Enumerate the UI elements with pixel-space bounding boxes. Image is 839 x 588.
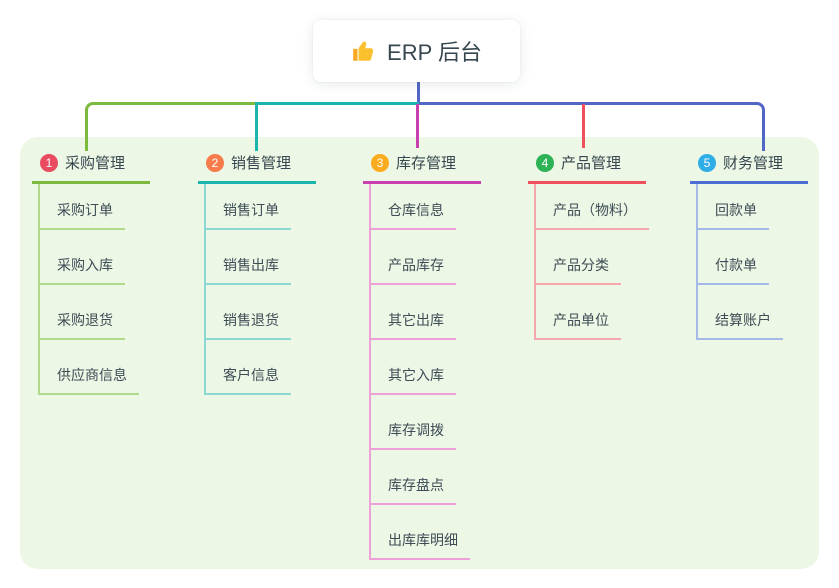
branch-node-finance[interactable]: 5 财务管理 (690, 146, 808, 184)
child-row: 产品单位 (534, 285, 678, 340)
branch-inventory: 3 库存管理 仓库信息 产品库存 其它出库 其它入库 库存调拨 库存盘点 出库库… (363, 146, 513, 560)
child-row: 供应商信息 (38, 340, 182, 395)
child-row: 客户信息 (204, 340, 348, 395)
child-node[interactable]: 库存调拨 (371, 420, 456, 450)
child-node[interactable]: 采购退货 (40, 310, 125, 340)
badge-number-5: 5 (698, 153, 716, 172)
child-row: 产品（物料） (534, 184, 678, 230)
child-node[interactable]: 产品单位 (536, 310, 621, 340)
child-node[interactable]: 产品（物料） (536, 200, 649, 230)
branch-node-purchase[interactable]: 1 采购管理 (32, 146, 150, 184)
child-row: 销售订单 (204, 184, 348, 230)
child-node[interactable]: 销售订单 (206, 200, 291, 230)
badge-number-3: 3 (371, 153, 389, 172)
child-row: 库存盘点 (369, 450, 513, 505)
child-node[interactable]: 出库库明细 (371, 530, 470, 560)
connector-drop-red (582, 104, 585, 148)
child-row: 采购退货 (38, 285, 182, 340)
connector-drop-magenta (416, 104, 419, 148)
child-node[interactable]: 采购订单 (40, 200, 125, 230)
connector-bus-green (85, 102, 258, 151)
branch-node-inventory[interactable]: 3 库存管理 (363, 146, 481, 184)
child-row: 仓库信息 (369, 184, 513, 230)
child-row: 销售出库 (204, 230, 348, 285)
connector-bus-teal (255, 102, 422, 151)
thumbs-up-icon (353, 41, 374, 61)
child-node[interactable]: 客户信息 (206, 365, 291, 395)
child-row: 采购订单 (38, 184, 182, 230)
child-row: 出库库明细 (369, 505, 513, 560)
root-node-erp[interactable]: ERP 后台 (313, 20, 520, 82)
branch-sales: 2 销售管理 销售订单 销售出库 销售退货 客户信息 (198, 146, 348, 395)
badge-number-4: 4 (536, 153, 554, 172)
root-title: ERP 后台 (387, 40, 482, 65)
child-row: 产品库存 (369, 230, 513, 285)
branch-label: 财务管理 (723, 155, 784, 172)
badge-number-2: 2 (206, 153, 224, 172)
child-node[interactable]: 仓库信息 (371, 200, 456, 230)
child-node[interactable]: 销售退货 (206, 310, 291, 340)
child-row: 采购入库 (38, 230, 182, 285)
branch-children: 采购订单 采购入库 采购退货 供应商信息 (38, 184, 182, 395)
child-row: 其它出库 (369, 285, 513, 340)
child-node[interactable]: 付款单 (698, 255, 769, 285)
branch-finance: 5 财务管理 回款单 付款单 结算账户 (690, 146, 839, 340)
child-node[interactable]: 供应商信息 (40, 365, 139, 395)
child-row: 销售退货 (204, 285, 348, 340)
branch-node-product[interactable]: 4 产品管理 (528, 146, 646, 184)
badge-number-1: 1 (40, 153, 58, 172)
child-node[interactable]: 回款单 (698, 200, 769, 230)
branch-label: 产品管理 (561, 155, 622, 172)
child-node[interactable]: 采购入库 (40, 255, 125, 285)
child-row: 结算账户 (696, 285, 839, 340)
connector-root-stem (417, 82, 420, 103)
branch-children: 产品（物料） 产品分类 产品单位 (534, 184, 678, 340)
child-node[interactable]: 产品库存 (371, 255, 456, 285)
child-node[interactable]: 结算账户 (698, 310, 783, 340)
child-node[interactable]: 其它出库 (371, 310, 456, 340)
branch-product: 4 产品管理 产品（物料） 产品分类 产品单位 (528, 146, 678, 340)
branch-label: 采购管理 (65, 155, 126, 172)
branch-purchase: 1 采购管理 采购订单 采购入库 采购退货 供应商信息 (32, 146, 182, 395)
branches-panel (20, 137, 819, 569)
child-node[interactable]: 其它入库 (371, 365, 456, 395)
child-node[interactable]: 库存盘点 (371, 475, 456, 505)
child-row: 回款单 (696, 184, 839, 230)
branch-children: 仓库信息 产品库存 其它出库 其它入库 库存调拨 库存盘点 出库库明细 (369, 184, 513, 560)
connector-bus-indigo (419, 102, 765, 151)
child-node[interactable]: 销售出库 (206, 255, 291, 285)
child-row: 付款单 (696, 230, 839, 285)
branch-label: 库存管理 (396, 155, 457, 172)
branch-label: 销售管理 (231, 155, 292, 172)
branch-children: 回款单 付款单 结算账户 (696, 184, 839, 340)
branch-children: 销售订单 销售出库 销售退货 客户信息 (204, 184, 348, 395)
child-row: 其它入库 (369, 340, 513, 395)
child-row: 库存调拨 (369, 395, 513, 450)
branch-node-sales[interactable]: 2 销售管理 (198, 146, 316, 184)
child-row: 产品分类 (534, 230, 678, 285)
child-node[interactable]: 产品分类 (536, 255, 621, 285)
